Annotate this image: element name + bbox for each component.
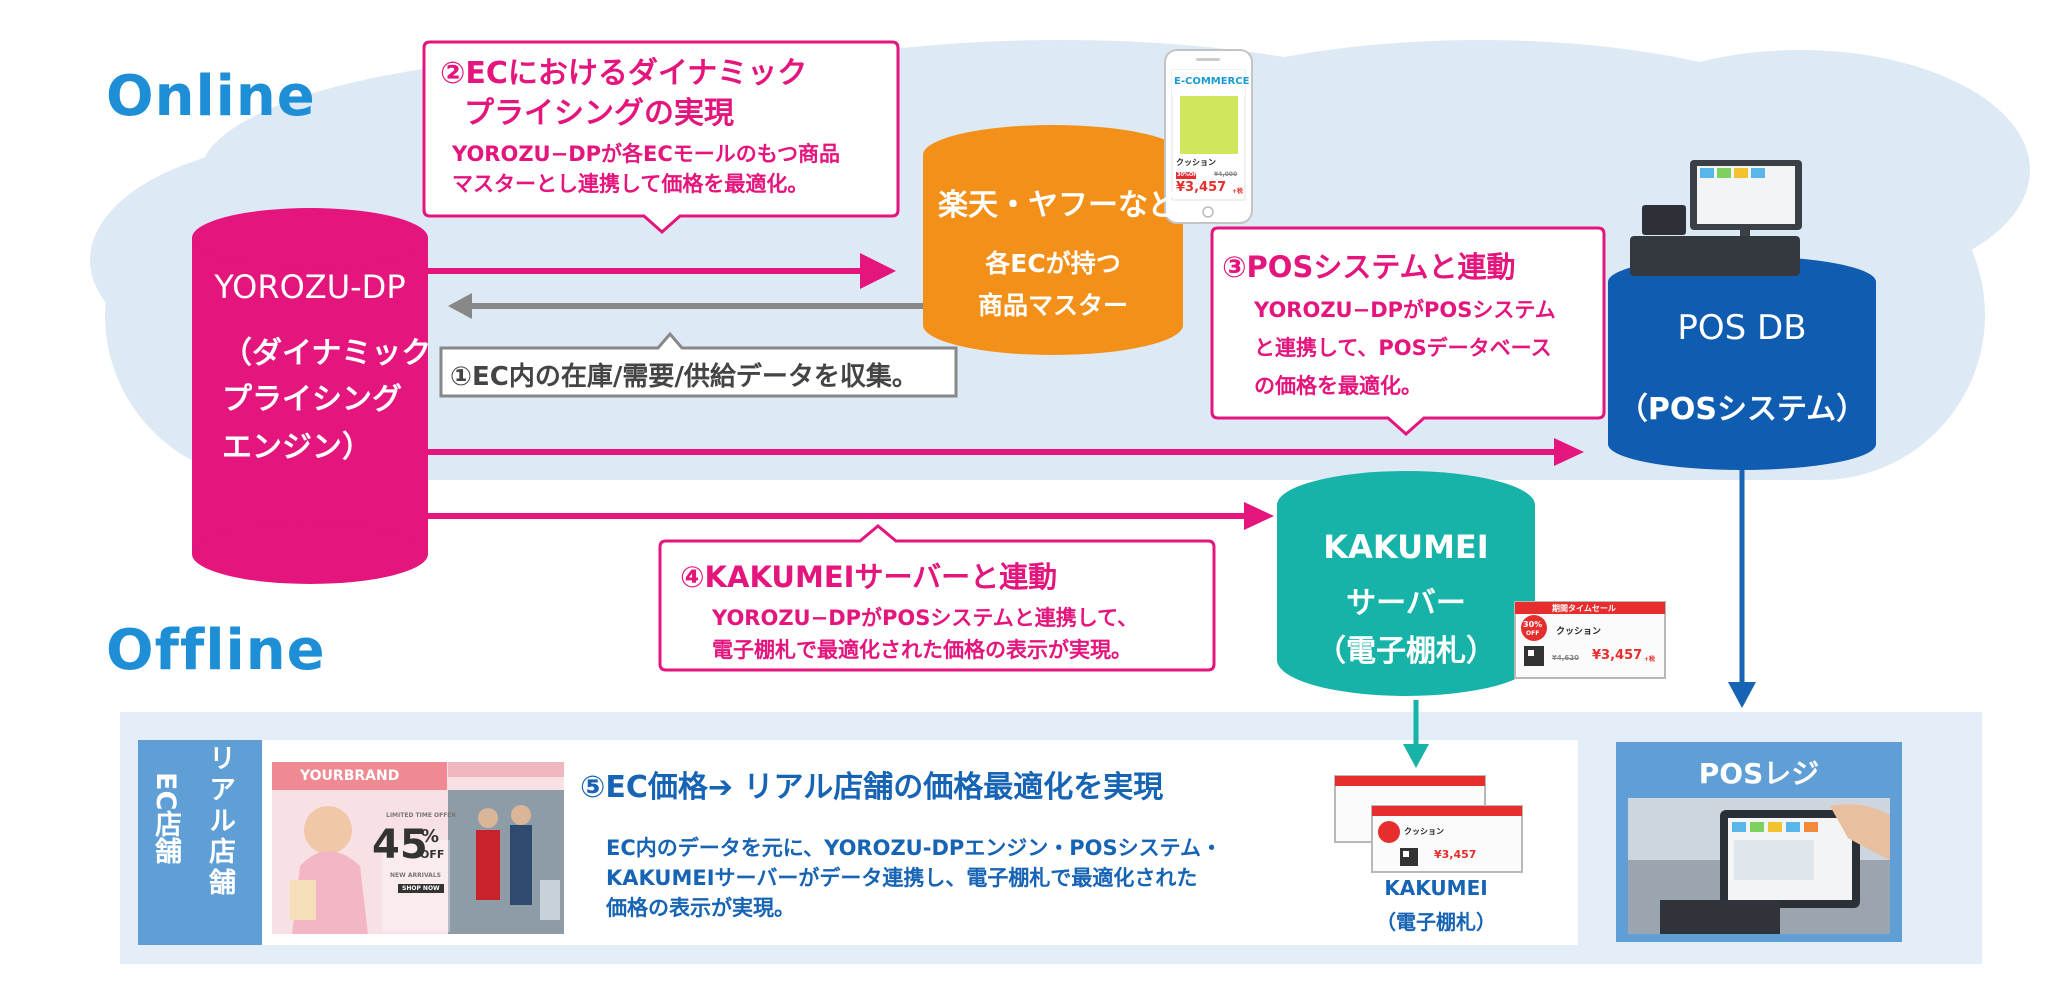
kakumei-tag-product: クッション — [1556, 627, 1602, 637]
kakumei-tag-tax: +税 — [1644, 656, 1656, 663]
online-heading: Online — [106, 64, 316, 129]
ad-offer: LIMITED TIME OFFER — [386, 812, 457, 819]
store-body-line-1: EC内のデータを元に、YOROZU-DPエンジン・POSシステム・ — [606, 836, 1223, 860]
kakumei-line-2: サーバー — [1346, 586, 1466, 621]
yorozu-cylinder — [192, 208, 428, 584]
kakumei-tag-old-price: ¥4,620 — [1552, 654, 1580, 662]
phone-old-price: ¥4,000 — [1214, 171, 1238, 178]
callout-3-body-line-3: の価格を最適化。 — [1254, 374, 1422, 398]
phone-banner: E-COMMERCE — [1174, 76, 1250, 87]
ec-cylinder — [923, 125, 1183, 355]
phone-badge: 30%OFF — [1177, 172, 1201, 178]
ad-button: SHOP NOW — [398, 884, 444, 893]
kakumei-cylinder — [1277, 471, 1535, 696]
store-label-box — [138, 740, 262, 945]
offline-heading: Offline — [106, 618, 326, 683]
posdb-title: POS DB — [1677, 308, 1807, 348]
callout-2-title-line-1: ②ECにおけるダイナミック — [440, 56, 808, 91]
callout-2-body-line-2: マスターとし連携して価格を最適化。 — [452, 172, 809, 196]
posdb-cylinder — [1608, 256, 1876, 470]
store-body-line-2: KAKUMEIサーバーがデータ連携し、電子棚札で最適化された — [606, 866, 1198, 890]
pos-register-box — [1616, 742, 1902, 942]
callout-2-title-line-2: プライシングの実現 — [464, 96, 734, 131]
store-label-real: リアル店舗 — [204, 744, 235, 899]
yorozu-line-2: プライシング — [222, 382, 402, 417]
ec-ad-image — [272, 762, 564, 934]
callout-4-body-line-2: 電子棚札で最適化された価格の表示が実現。 — [712, 638, 1132, 662]
pos-terminal-icon — [1630, 160, 1802, 276]
callout-2-bubble — [422, 40, 900, 235]
yorozu-line-3: エンジン） — [222, 430, 372, 465]
smartphone-icon — [1164, 49, 1253, 224]
phone-product: クッション — [1176, 158, 1216, 167]
pos-register-label: POSレジ — [1698, 757, 1820, 790]
store-body-line-3: 価格の表示が実現。 — [606, 896, 795, 920]
shelf-caption-line-2: （電子棚札） — [1376, 910, 1496, 934]
kakumei-tag-badge-off: OFF — [1526, 630, 1540, 637]
callout-3-bubble — [1210, 226, 1606, 437]
callout-4-body-line-1: YOROZU−DPがPOSシステムと連携して、 — [712, 606, 1139, 630]
callout-3-body-line-2: と連携して、POSデータベース — [1254, 336, 1552, 360]
phone-tax: +税 — [1232, 188, 1244, 195]
store-tag-product: クッション — [1404, 827, 1444, 836]
kakumei-tag-badge-num: 30% — [1523, 620, 1543, 629]
ad-note: NEW ARRIVALS — [390, 872, 441, 879]
ad-off: OFF — [420, 848, 445, 861]
callout-3-body-line-1: YOROZU−DPがPOSシステム — [1254, 298, 1556, 322]
ec-line-1: 各ECが持つ — [985, 249, 1121, 278]
store-label-ec: EC店舗 — [150, 772, 181, 865]
ec-title: 楽天・ヤフーなど — [938, 188, 1178, 223]
callout-4-title: ④KAKUMEIサーバーと連動 — [680, 560, 1058, 594]
ec-line-2: 商品マスター — [977, 291, 1128, 320]
yorozu-title: YOROZU-DP — [214, 268, 406, 306]
kakumei-line-1: KAKUMEI — [1323, 528, 1489, 566]
callout-1-text: ①EC内の在庫/需要/供給データを収集。 — [450, 362, 918, 392]
kakumei-line-3: （電子棚札） — [1316, 634, 1496, 669]
posdb-subtitle: （POSシステム） — [1617, 392, 1867, 427]
store-shelf-tags — [1334, 775, 1523, 873]
callout-2-body-line-1: YOROZU−DPが各ECモールのもつ商品 — [452, 142, 840, 166]
kakumei-tag-price: ¥3,457 — [1592, 648, 1643, 663]
store-tag-price: ¥3,457 — [1434, 848, 1477, 861]
yorozu-line-1: （ダイナミック — [222, 336, 432, 371]
ad-percent-sign: % — [421, 826, 440, 847]
ad-percent: 45 — [372, 822, 428, 868]
kakumei-shelf-tag — [1514, 601, 1666, 679]
callout-1-bubble — [439, 331, 958, 398]
callout-4-bubble — [658, 524, 1216, 672]
ad-brand: YOURBRAND — [300, 768, 400, 784]
store-title: ⑤EC価格➔ リアル店舗の価格最適化を実現 — [580, 770, 1164, 805]
kakumei-tag-header: 期間タイムセール — [1552, 604, 1616, 613]
callout-3-title: ③POSシステムと連動 — [1222, 250, 1516, 284]
phone-price: ¥3,457 — [1176, 180, 1227, 195]
shelf-caption-line-1: KAKUMEI — [1384, 876, 1488, 900]
